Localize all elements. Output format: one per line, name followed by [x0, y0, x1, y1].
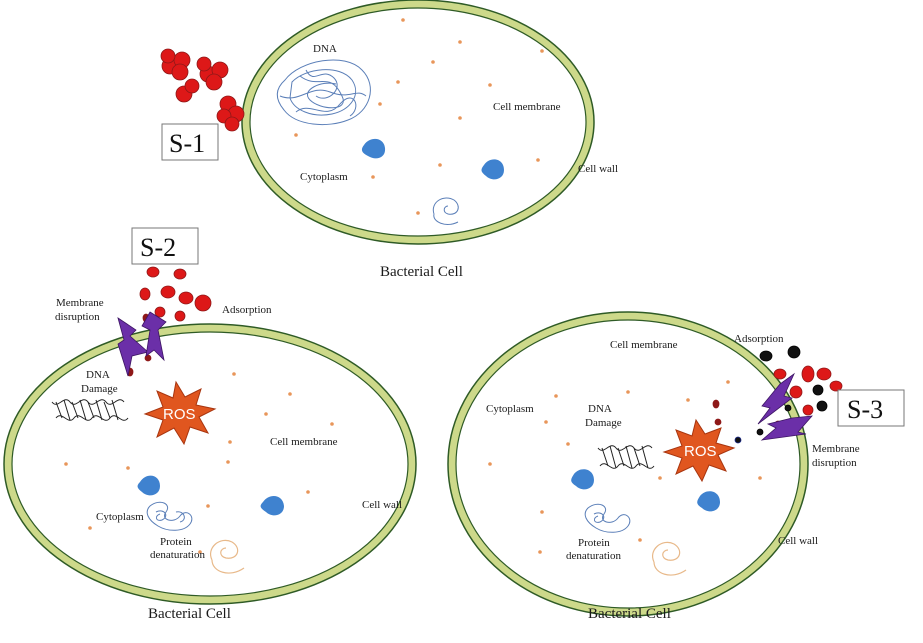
s3-membrane-disruption-label-2: disruption	[812, 457, 857, 469]
right-caption: Bacterial Cell	[588, 606, 671, 622]
top-ribosome-icon	[361, 138, 386, 159]
left-bacterial-cell: ROS DNA Damage Cell membrane Cytoplasm P…	[3, 323, 417, 622]
left-cytoplasm-label: Cytoplasm	[96, 511, 144, 523]
top-wall-label: Cell wall	[578, 163, 618, 175]
left-protein-label-1: Protein	[160, 536, 192, 548]
top-dna-label: DNA	[313, 43, 337, 55]
top-bacterial-cell: DNA Cell membrane Cytoplasm Cell wall Ba…	[241, 0, 618, 280]
right-ribosome-icon-2	[697, 491, 720, 512]
s3-badge-text: S-3	[847, 395, 883, 424]
s3-badge: S-3	[837, 389, 905, 427]
top-dna-icon	[276, 59, 371, 126]
s3-membrane-disruption-label-1: Membrane	[812, 443, 860, 455]
right-membrane-label: Cell membrane	[610, 339, 678, 351]
right-dna-damage-label-2: Damage	[585, 417, 622, 429]
top-caption: Bacterial Cell	[380, 264, 463, 280]
left-ros-burst: ROS	[143, 380, 217, 446]
right-ros-burst: ROS	[662, 418, 736, 483]
top-membrane-label: Cell membrane	[493, 101, 561, 113]
left-membrane-label: Cell membrane	[270, 436, 338, 448]
left-protein-icon	[146, 501, 193, 531]
top-plasmid-icon	[432, 197, 459, 225]
s3-lightning-icons	[757, 372, 813, 441]
top-ribosome-icon-2	[481, 159, 504, 180]
left-ros-label: ROS	[163, 406, 196, 423]
left-cytoplasm	[11, 331, 409, 597]
left-dna-damage-label-1: DNA	[86, 369, 110, 381]
right-dna-damage-label-1: DNA	[588, 403, 612, 415]
right-cytoplasm-label: Cytoplasm	[486, 403, 534, 415]
right-wall-label: Cell wall	[778, 535, 818, 547]
s1-nanoparticles	[160, 48, 245, 132]
s3-adsorption-label: Adsorption	[734, 333, 784, 345]
s2-adsorption-label: Adsorption	[222, 304, 272, 316]
left-ribosome-icon	[137, 475, 160, 496]
top-particles	[294, 18, 544, 215]
left-wall-label: Cell wall	[362, 499, 402, 511]
right-dna-damage-icon	[597, 445, 655, 469]
right-particles	[488, 380, 762, 554]
s2-membrane-disruption-label-1: Membrane	[56, 297, 104, 309]
s3-nanoparticles	[712, 345, 843, 444]
top-cytoplasm-label: Cytoplasm	[300, 171, 348, 183]
s2-lightning-icons	[117, 311, 167, 377]
right-bacterial-cell: ROS Cell membrane Cytoplasm DNA Damage P…	[447, 311, 818, 622]
right-protein-label-2: denaturation	[566, 550, 621, 562]
left-particles	[64, 372, 334, 554]
left-plasmid-icon	[210, 539, 245, 574]
s2-badge: S-2	[131, 227, 199, 265]
right-protein-label-1: Protein	[578, 537, 610, 549]
left-ribosome-icon-2	[260, 496, 284, 516]
s2-badge-text: S-2	[140, 233, 176, 262]
top-cytoplasm	[249, 7, 587, 237]
left-caption: Bacterial Cell	[148, 606, 231, 622]
right-cytoplasm	[455, 319, 801, 609]
left-dna-damage-label-2: Damage	[81, 383, 118, 395]
left-dna-damage-icon	[51, 399, 129, 421]
right-ros-label: ROS	[684, 443, 717, 460]
s1-badge-text: S-1	[169, 129, 205, 158]
left-protein-label-2: denaturation	[150, 549, 205, 561]
s1-badge: S-1	[161, 123, 219, 161]
right-ribosome-icon	[571, 469, 594, 490]
right-protein-icon	[584, 503, 631, 533]
s2-membrane-disruption-label-2: disruption	[55, 311, 100, 323]
right-plasmid-icon	[652, 541, 687, 576]
